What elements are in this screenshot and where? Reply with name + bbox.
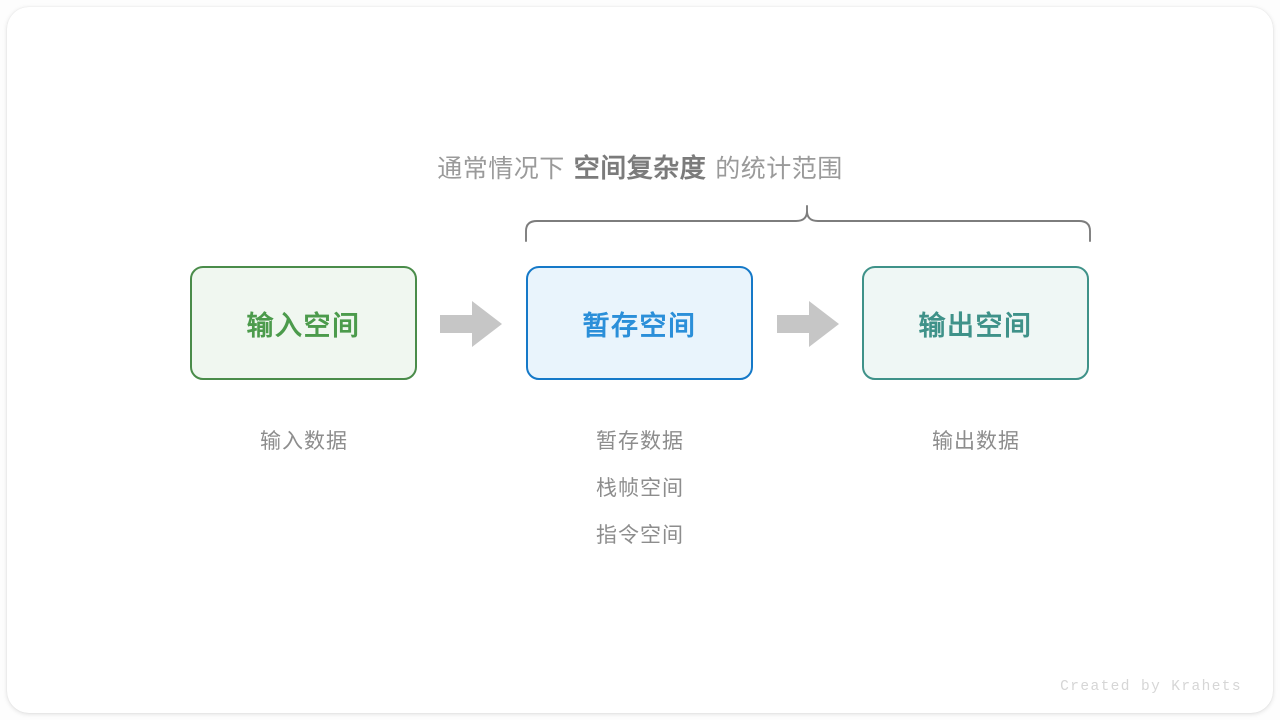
box-output-space[interactable]: 输出空间 (862, 266, 1089, 380)
box-temp-space[interactable]: 暂存空间 (526, 266, 753, 380)
credit-text: Created by Krahets (1060, 679, 1242, 695)
box-output-space-label: 输出空间 (918, 310, 1033, 341)
caption-input: 输入数据 (174, 418, 434, 465)
heading-prefix: 通常情况下 (437, 155, 565, 183)
caption-output: 输出数据 (846, 418, 1106, 465)
scope-brace (515, 198, 1105, 250)
caption-temp-line-2: 栈帧空间 (596, 477, 684, 500)
box-temp-space-label: 暂存空间 (582, 310, 697, 341)
box-input-space-label: 输入空间 (246, 310, 361, 341)
arrow-input-to-temp-icon (440, 301, 502, 347)
caption-input-line-1: 输入数据 (260, 430, 348, 453)
box-input-space[interactable]: 输入空间 (190, 266, 417, 380)
scope-heading: 通常情况下空间复杂度的统计范围 (0, 148, 1280, 189)
caption-temp: 暂存数据 栈帧空间 指令空间 (510, 418, 770, 559)
caption-temp-line-1: 暂存数据 (596, 430, 684, 453)
heading-emphasis: 空间复杂度 (573, 153, 707, 183)
arrow-temp-to-output-icon (777, 301, 839, 347)
caption-temp-line-3: 指令空间 (596, 524, 684, 547)
caption-output-line-1: 输出数据 (932, 430, 1020, 453)
heading-suffix: 的统计范围 (715, 155, 843, 183)
